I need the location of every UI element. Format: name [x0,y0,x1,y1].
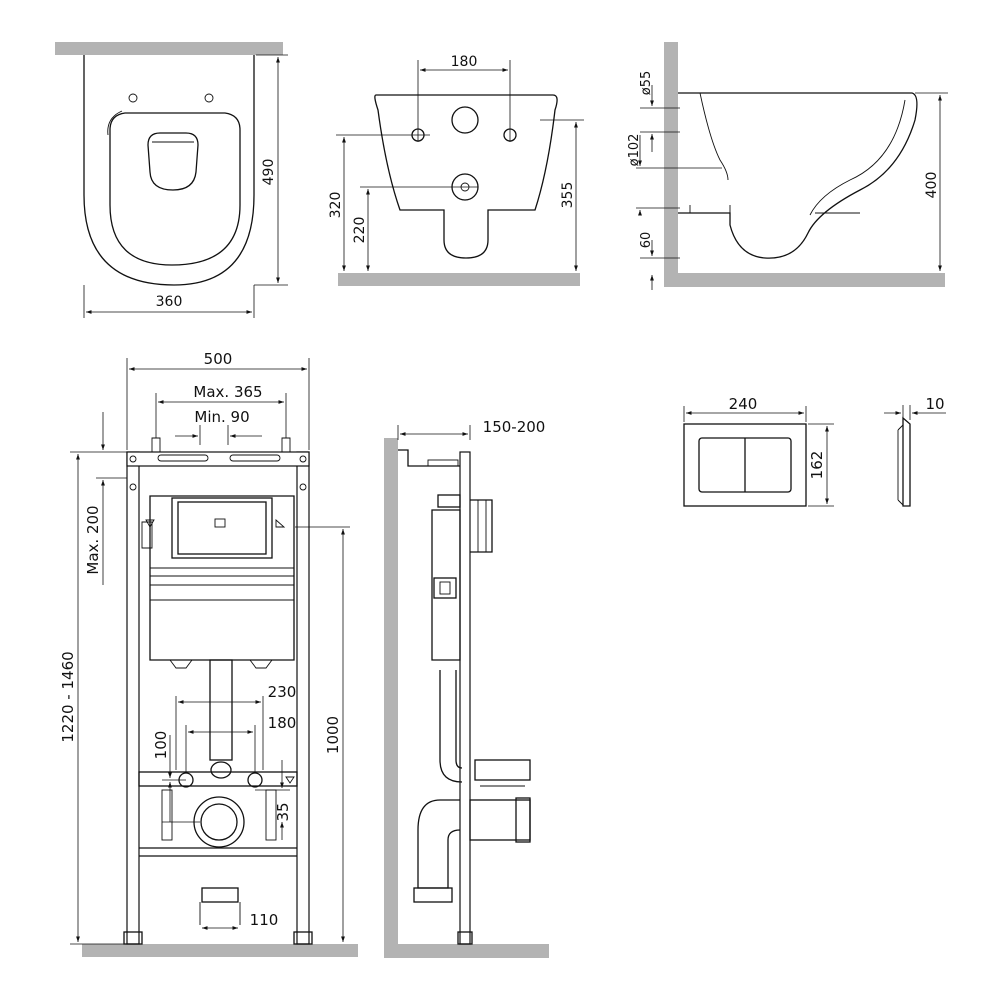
dim-1000-label: 1000 [324,716,342,754]
button-opening [171,497,273,559]
dim-490-label: 490 [261,159,277,186]
dim-400-label: 400 [924,172,940,199]
dim-230-label: 230 [268,683,297,701]
side-wall [664,42,678,287]
dim-max200-label: Max. 200 [84,505,102,574]
frame-upright-left [126,451,140,945]
dim-d102-label: ø102 [627,134,642,167]
button-plate [683,423,807,507]
cistern [149,495,295,661]
bowl-opening [147,132,199,191]
floor-wall [338,273,580,286]
cistern-top [437,494,461,508]
dim-240-label: 240 [729,395,758,413]
bowl-base-slot [689,205,731,214]
frame-side-wall [384,438,398,958]
inlet-connector [474,759,531,781]
bowl-inner-curve [699,92,729,181]
frame-upright-right [296,451,310,945]
flush-pipe [209,659,233,761]
dim-10-label: 10 [925,395,944,413]
seat-bolt-left [128,93,138,103]
dim-360-label: 360 [156,294,183,310]
bowl-rim-curve [809,99,906,216]
button-mount [433,577,457,599]
dim-1220-1460-label: 1220 - 1460 [59,651,77,742]
seat-bolt-right [204,93,214,103]
frame-top-bar [126,451,310,467]
dim-220-label: 220 [352,217,368,244]
frame-side-upright [459,451,471,945]
bowl-back-outline [374,94,558,259]
bowl-back-view: 180 320 220 355 [328,54,584,286]
drain-outlet-side [413,887,453,903]
seat-outline [109,112,241,266]
bowl-side-outline [678,92,918,259]
button-side-profile [902,416,911,507]
dim-110-label: 110 [250,911,279,929]
button-frame [470,499,493,553]
bowl-outline [83,55,255,286]
ceiling-wall [55,42,283,55]
dim-180-label: 180 [451,54,478,70]
dim-min90-label: Min. 90 [194,408,249,426]
frame-foot-right [293,931,313,945]
dim-355-label: 355 [560,182,576,209]
button-opening-inner [177,501,267,555]
bowl-front-view: 490 360 [55,42,288,318]
frame-side-view: 150-200 [384,418,549,958]
stud-right [247,772,263,788]
frame-floor [82,944,358,957]
side-floor [664,273,945,287]
frame-crossbar [138,771,298,787]
dim-180-frame-label: 180 [268,714,297,732]
wall-bracket [398,449,460,467]
frame-front-view: 500 Max. 365 Min. 90 Max. 200 1220 - 146… [59,350,358,957]
dim-35-label: 35 [274,802,292,821]
dim-d55-label: ø55 [639,71,654,96]
flush-button-view: 240 162 10 [683,395,946,507]
dim-162-label: 162 [808,451,826,480]
frame-side-floor [384,944,549,958]
bowl-side-view: ø55 ø102 60 400 [627,42,948,290]
flush-pipe-outlet [210,761,232,779]
seat-edge [107,110,123,136]
drain-outlet [201,887,239,903]
flush-pipe-side [439,670,463,783]
dim-60-label: 60 [639,232,654,249]
inlet-hole [451,106,479,134]
dim-150-200-label: 150-200 [483,418,546,436]
drain-connector-side [469,799,531,841]
dim-320-label: 320 [328,192,344,219]
cistern-side [431,509,461,661]
drain-elbow [417,799,461,889]
dim-100-label: 100 [152,731,170,760]
frame-foot-left [123,931,143,945]
frame-side-foot [457,931,473,945]
dim-500-label: 500 [204,350,233,368]
dim-max365-label: Max. 365 [193,383,262,401]
